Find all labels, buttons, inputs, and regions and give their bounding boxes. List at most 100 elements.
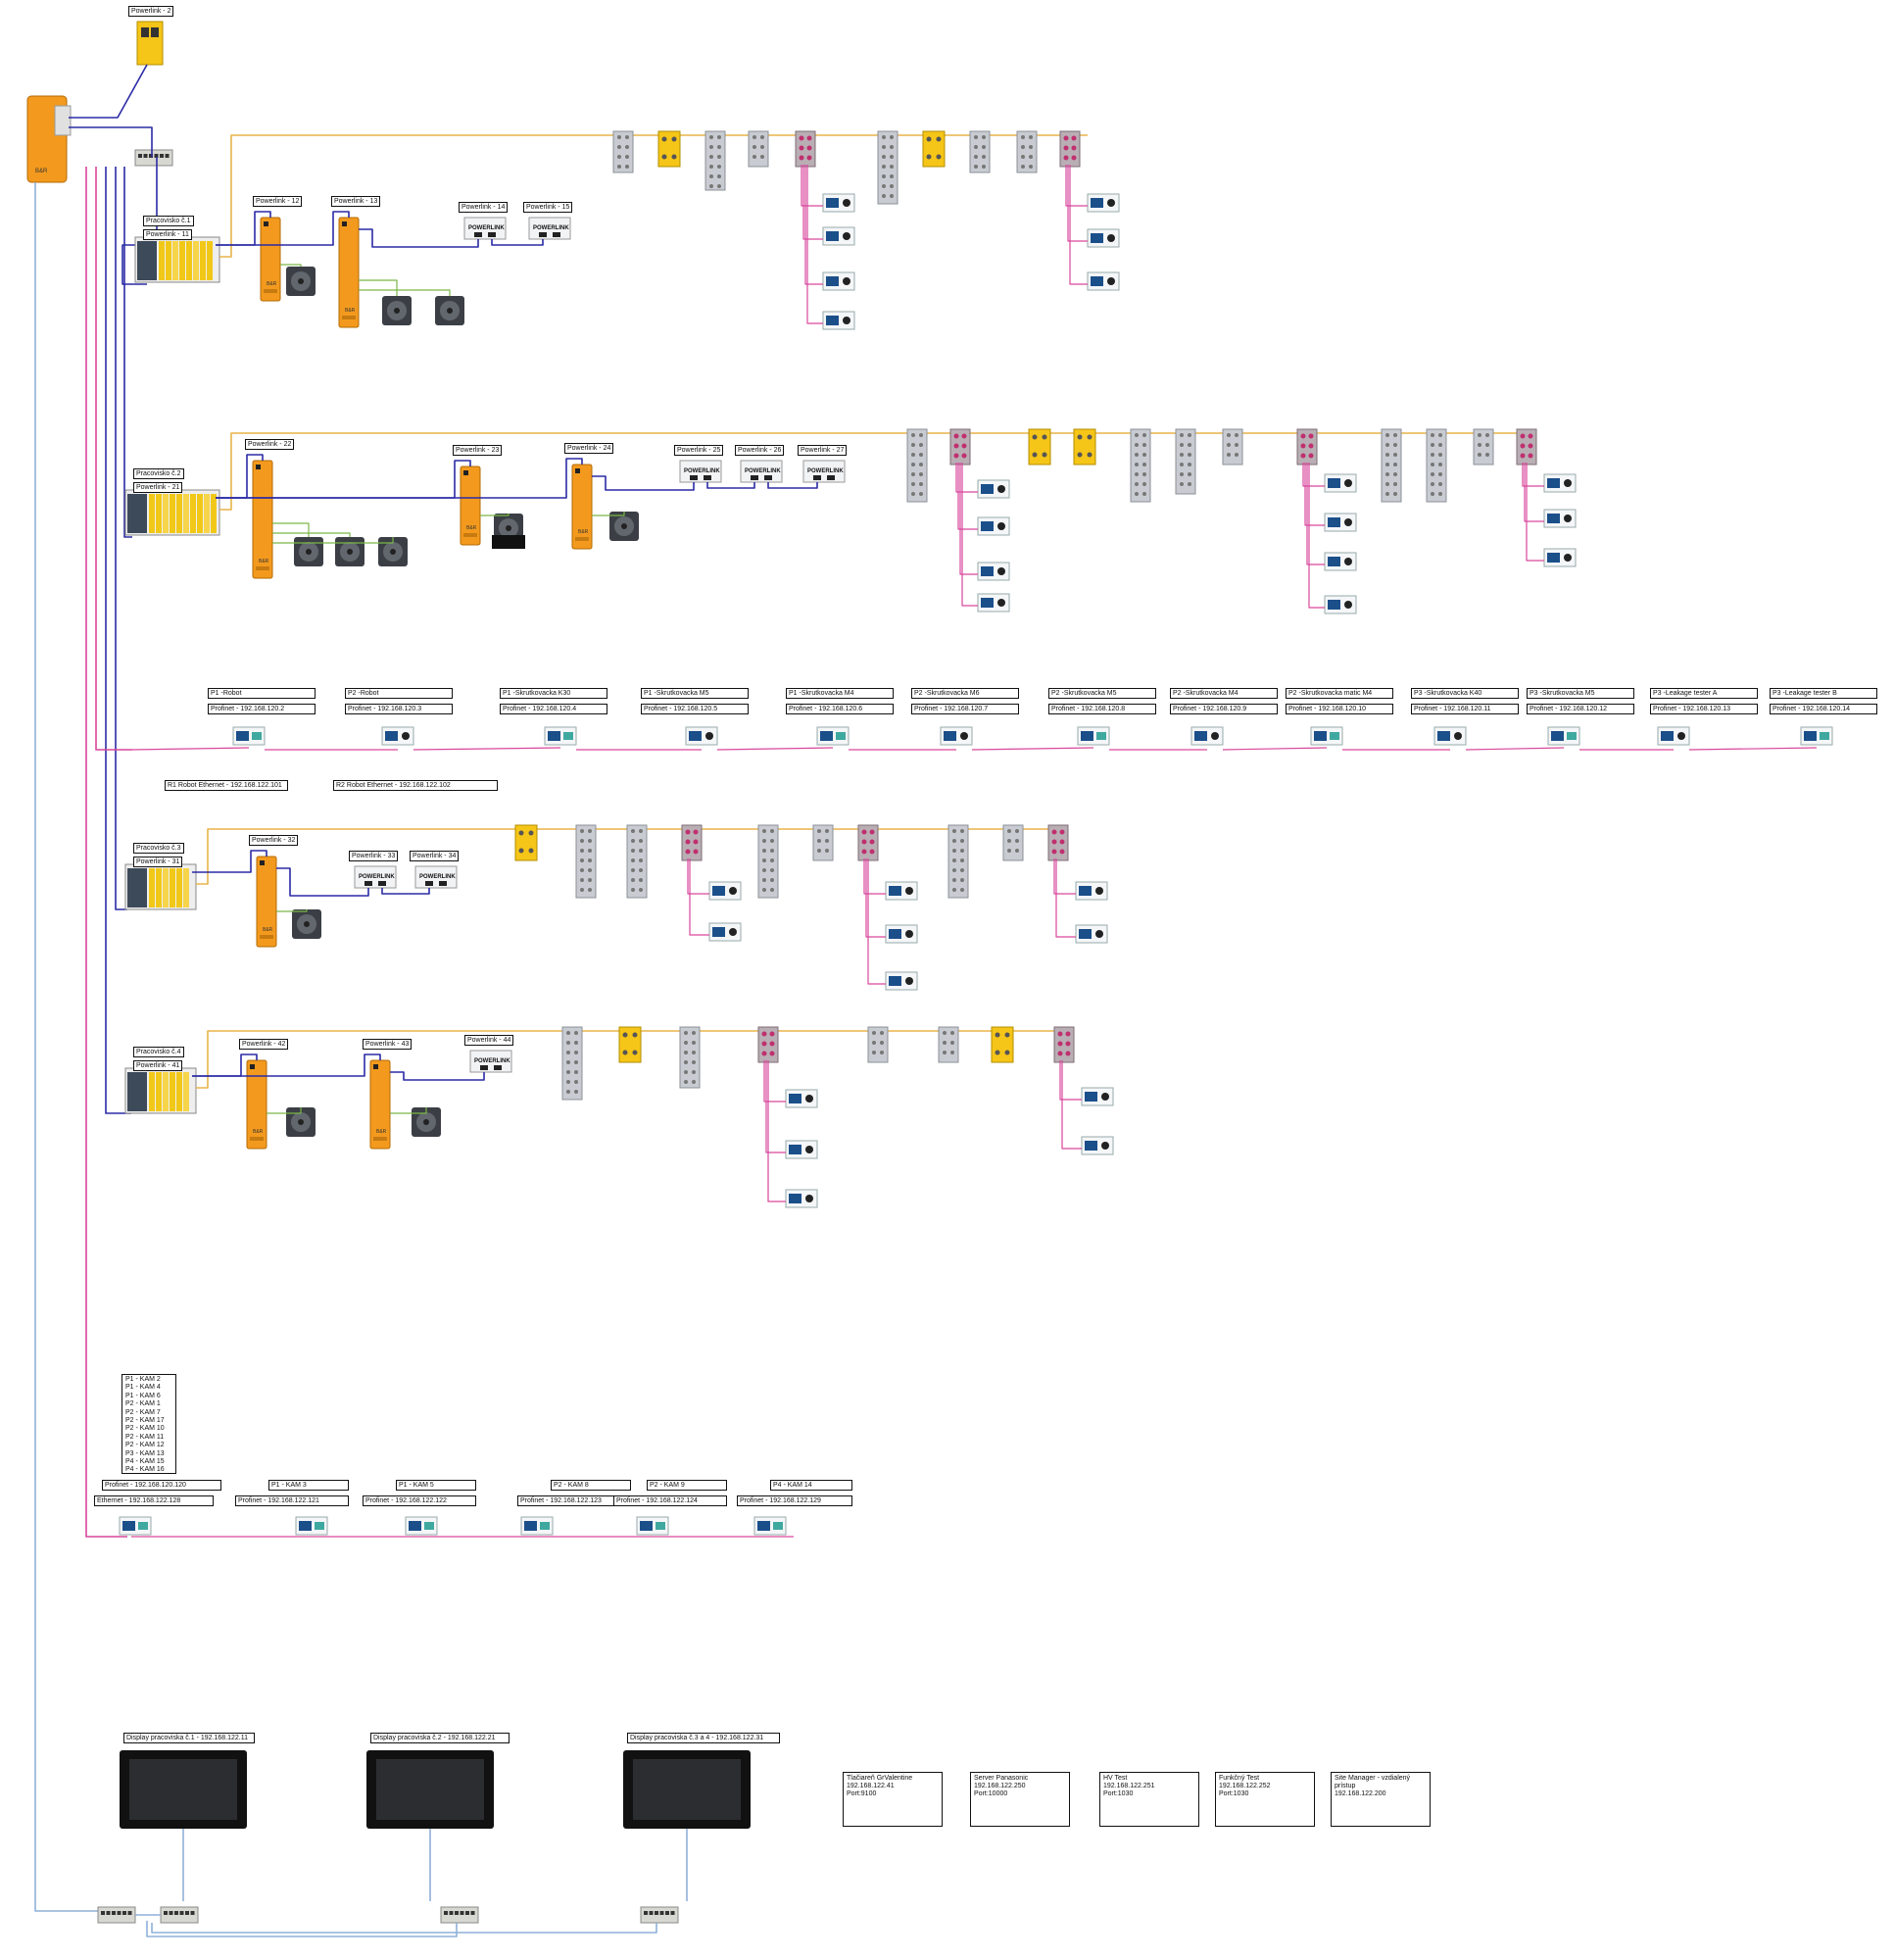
profinet-device [785, 1089, 818, 1108]
profinet-cable [1067, 165, 1088, 242]
ethernet-cable [146, 1921, 458, 1937]
main-plc: B&R [26, 95, 72, 183]
profinet-device [753, 1516, 787, 1536]
network-service-line: 192.168.122.41 [847, 1783, 895, 1789]
io-link-module-gray [877, 130, 898, 205]
camera-list-item: P2 - KAM 10 [125, 1425, 165, 1433]
drive-label: Powerlink - 12 [253, 196, 303, 207]
servo-drive: B&R [256, 856, 277, 948]
drive-label: Powerlink - 22 [245, 439, 295, 450]
profinet-device-address: Profinet - 192.168.120.6 [786, 704, 894, 714]
powerlink-cable [216, 211, 350, 246]
profinet-cable [802, 165, 823, 240]
coupler-label: Powerlink - 34 [410, 851, 460, 861]
svg-text:B&R: B&R [376, 1129, 387, 1135]
network-service-line: 192.168.122.251 [1103, 1783, 1155, 1789]
plc-rack [124, 489, 220, 536]
io-link-module-yellow [514, 824, 538, 861]
profinet-device-address: Profinet - 192.168.120.14 [1770, 704, 1877, 714]
servo-motor [382, 296, 412, 325]
profinet-device [232, 726, 266, 746]
powerlink-cable [115, 167, 127, 910]
io-link-module-gray [906, 428, 928, 503]
ethernet-switch [97, 1906, 136, 1924]
profinet-cable [687, 858, 709, 895]
profinet-device [785, 1189, 818, 1208]
powerlink-cable [706, 482, 755, 489]
profinet-device [816, 726, 850, 746]
profinet-device-name: P2 -Skrutkovacka M6 [911, 688, 1019, 699]
io-link-master [1516, 428, 1537, 466]
profinet-cable [1059, 1060, 1082, 1101]
controller-label: Powerlink - 21 [133, 482, 183, 493]
motor-cable [272, 522, 310, 537]
coupler-label: Powerlink - 44 [464, 1035, 514, 1046]
profinet-cable [957, 463, 978, 530]
io-link-module-gray [969, 130, 991, 173]
powerlink-cable [767, 482, 818, 489]
profinet-device [405, 1516, 438, 1536]
io-link-module-gray [704, 130, 726, 191]
io-link-master [681, 824, 703, 861]
profinet-device [1543, 473, 1577, 493]
profinet-device [1087, 271, 1120, 291]
coupler-label: Powerlink - 25 [674, 445, 724, 456]
profinet-cable [959, 463, 978, 575]
profinet-cable [1061, 1060, 1082, 1150]
drive-label: Powerlink - 23 [453, 445, 503, 456]
profinet-device [1433, 726, 1467, 746]
profinet-device [1324, 595, 1357, 614]
io-link-module-gray [679, 1026, 701, 1089]
io-link-module-gray [1175, 428, 1196, 495]
profinet-cable [763, 1060, 786, 1102]
io-link-module-gray [1473, 428, 1494, 466]
profinet-device-name: P1 -Skrutkovacka M5 [641, 688, 749, 699]
motor-cable [480, 514, 510, 516]
servo-motor [335, 537, 364, 566]
profinet-cable [804, 165, 823, 285]
camera-list-item: P4 - KAM 16 [125, 1466, 165, 1474]
profinet-device-address: Profinet - 192.168.120.3 [345, 704, 453, 714]
io-link-cable [219, 432, 1536, 511]
camera-list-item: P1 - KAM 6 [125, 1392, 161, 1399]
network-service-line: 192.168.122.250 [974, 1783, 1026, 1789]
profinet-device [785, 1140, 818, 1159]
io-link-module-yellow [991, 1026, 1014, 1063]
profinet-cable [765, 1060, 786, 1153]
powerlink-cable [359, 228, 479, 248]
svg-text:POWERLINK: POWERLINK [419, 874, 456, 880]
profinet-device-address: Profinet - 192.168.120.13 [1650, 704, 1758, 714]
servo-drive: B&R [460, 466, 481, 546]
ethernet-cable [34, 182, 98, 1912]
io-link-module-gray [867, 1026, 889, 1063]
profinet-device [1543, 509, 1577, 528]
servo-drive: B&R [369, 1059, 391, 1150]
io-link-module-gray [1381, 428, 1402, 503]
drive-label: Powerlink - 43 [363, 1039, 413, 1050]
ethernet-switch [440, 1906, 479, 1924]
profinet-device-address: Profinet - 192.168.120.5 [641, 704, 749, 714]
profinet-device [1075, 924, 1108, 944]
servo-motor [492, 514, 525, 549]
io-link-module-gray [812, 824, 834, 861]
io-link-master [1059, 130, 1081, 168]
profinet-cable [863, 858, 886, 895]
network-service-line: Port:1030 [1219, 1790, 1249, 1797]
hmi-display [120, 1750, 247, 1829]
camera-name-label: P2 - KAM 9 [647, 1480, 727, 1491]
profinet-device [1324, 473, 1357, 493]
profinet-cable [1069, 165, 1088, 285]
profinet-cable [961, 463, 978, 607]
camera-name-label: Profinet - 192.168.120.120 [102, 1480, 221, 1491]
controller-label: Powerlink - 11 [143, 229, 192, 240]
powerlink-cable [491, 239, 544, 246]
network-service-line: Port:9100 [847, 1790, 877, 1797]
camera-list-item: P2 - KAM 7 [125, 1408, 161, 1416]
top-powerlink-label: Powerlink - 2 [128, 6, 174, 17]
profinet-device [1324, 513, 1357, 532]
io-link-module-yellow [1028, 428, 1051, 466]
powerlink-cable [105, 167, 131, 1114]
svg-text:B&R: B&R [259, 559, 269, 564]
